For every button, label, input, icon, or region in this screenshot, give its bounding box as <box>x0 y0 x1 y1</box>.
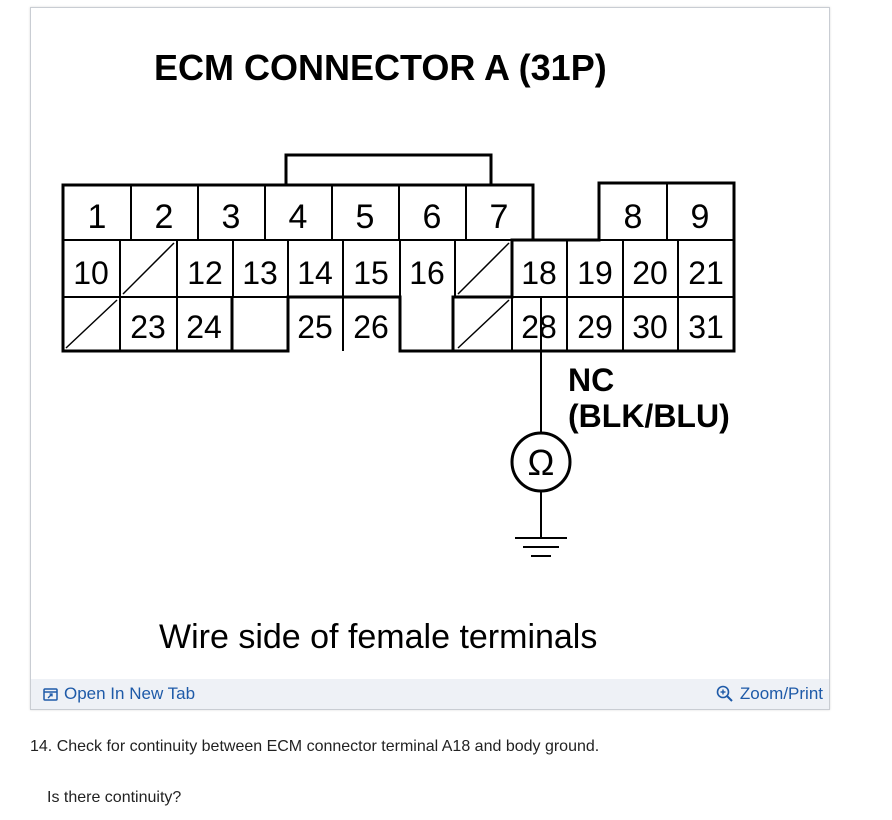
open-new-tab-icon <box>43 687 58 701</box>
figure-frame: ECM CONNECTOR A (31P) <box>30 7 830 710</box>
blocked-cavity-slashes <box>65 242 510 349</box>
pin-number: 23 <box>130 309 166 345</box>
diagram-title: ECM CONNECTOR A (31P) <box>154 47 607 88</box>
pin-number: 8 <box>624 198 643 236</box>
pin-number: 4 <box>289 198 308 236</box>
pin-number: 6 <box>423 198 442 236</box>
ohm-symbol: Ω <box>528 442 555 483</box>
ohmmeter-icon <box>510 431 572 493</box>
pin-number: 15 <box>353 255 389 291</box>
row1-dividers <box>130 183 668 240</box>
pin-number: 1 <box>88 198 107 236</box>
zoom-print-link[interactable]: Zoom/Print <box>716 684 823 704</box>
pin-number: 26 <box>353 309 389 345</box>
pin-number: 7 <box>490 198 509 236</box>
pin-number: 25 <box>297 309 333 345</box>
connector-diagram: ECM CONNECTOR A (31P) <box>61 47 736 656</box>
pin-number: 13 <box>242 255 278 291</box>
pin-number: 21 <box>688 255 724 291</box>
figure-toolbar: Open In New Tab Zoom/Print <box>31 679 829 709</box>
connector-lock-tab <box>284 153 493 185</box>
step-instruction: 14. Check for continuity between ECM con… <box>30 738 600 755</box>
pin-number: 30 <box>632 309 668 345</box>
nc-label: NC <box>568 362 614 398</box>
pin-number: 5 <box>356 198 375 236</box>
pin-number: 19 <box>577 255 613 291</box>
zoom-in-icon <box>716 685 733 702</box>
pin-number: 14 <box>297 255 333 291</box>
pin-number: 20 <box>632 255 668 291</box>
pin-number: 18 <box>521 255 557 291</box>
pin-number: 16 <box>409 255 445 291</box>
ground-icon <box>515 537 567 557</box>
pin-number: 2 <box>155 198 174 236</box>
open-in-new-tab-link[interactable]: Open In New Tab <box>43 684 195 704</box>
pin-number: 3 <box>222 198 241 236</box>
diagram-caption: Wire side of female terminals <box>159 618 597 656</box>
row2-dividers <box>119 240 679 297</box>
step-question: Is there continuity? <box>47 789 182 806</box>
pin-number: 29 <box>577 309 613 345</box>
pin-number: 12 <box>187 255 223 291</box>
pin-number: 10 <box>73 255 109 291</box>
pin-number: 28 <box>521 309 557 345</box>
pin-number: 9 <box>691 198 710 236</box>
wire-color-label: (BLK/BLU) <box>568 398 730 434</box>
open-in-new-tab-label: Open In New Tab <box>64 684 196 703</box>
pin-number: 24 <box>186 309 222 345</box>
zoom-print-label: Zoom/Print <box>739 684 823 703</box>
pin-number: 31 <box>688 309 724 345</box>
row3-dividers <box>119 297 679 351</box>
